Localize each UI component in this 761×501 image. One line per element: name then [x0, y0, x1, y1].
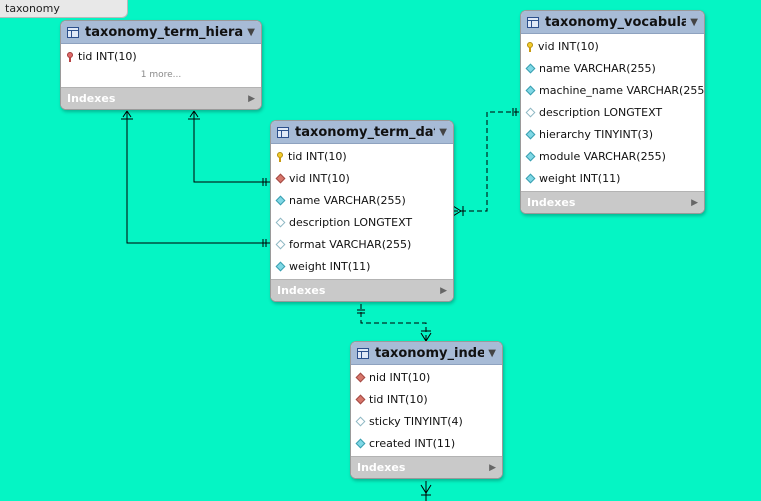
column-label: module VARCHAR(255)	[539, 149, 666, 163]
indexes-section[interactable]: Indexes ▶	[351, 456, 502, 478]
table-taxonomy-term-hierarchy[interactable]: taxonomy_term_hiera... ▼ tid INT(10) 1 m…	[60, 20, 262, 110]
column-row[interactable]: name VARCHAR(255)	[521, 57, 704, 79]
expand-arrow-icon[interactable]: ▶	[489, 462, 496, 473]
indexes-label: Indexes	[277, 284, 326, 297]
table-title: taxonomy_index	[375, 345, 485, 361]
diagram-tab[interactable]: taxonomy	[0, 0, 128, 18]
column-row[interactable]: description LONGTEXT	[521, 101, 704, 123]
collapse-caret-icon[interactable]: ▼	[439, 126, 447, 138]
column-label: hierarchy TINYINT(3)	[539, 127, 654, 141]
table-icon	[277, 126, 289, 138]
column-label: description LONGTEXT	[289, 215, 413, 229]
column-label: tid INT(10)	[78, 49, 137, 63]
column-row[interactable]: sticky TINYINT(4)	[351, 410, 502, 432]
expand-arrow-icon[interactable]: ▶	[691, 197, 698, 208]
relation-term-data-index	[360, 304, 427, 341]
indexes-section[interactable]: Indexes ▶	[61, 87, 261, 109]
table-header[interactable]: taxonomy_index ▼	[351, 342, 502, 365]
table-title: taxonomy_vocabulary	[545, 14, 686, 30]
relation-hierarchy-term-data-2	[193, 111, 271, 183]
column-row[interactable]: vid INT(10)	[271, 167, 453, 189]
column-label: name VARCHAR(255)	[539, 61, 656, 75]
expand-arrow-icon[interactable]: ▶	[440, 285, 447, 296]
foreign-key-icon	[355, 394, 366, 404]
indexes-section[interactable]: Indexes ▶	[521, 191, 704, 213]
primary-key-icon	[66, 51, 74, 62]
column-label: weight INT(11)	[289, 259, 371, 273]
column-label: weight INT(11)	[539, 171, 621, 185]
column-label: created INT(11)	[369, 436, 456, 450]
table-title: taxonomy_term_data	[295, 124, 436, 140]
indexes-label: Indexes	[357, 461, 406, 474]
column-label: name VARCHAR(255)	[289, 193, 406, 207]
indexes-label: Indexes	[67, 92, 116, 105]
column-row[interactable]: tid INT(10)	[271, 145, 453, 167]
column-row[interactable]: format VARCHAR(255)	[271, 233, 453, 255]
nullable-column-icon	[525, 107, 536, 117]
column-label: vid INT(10)	[538, 39, 599, 53]
column-row[interactable]: tid INT(10)	[351, 388, 502, 410]
relation-term-data-vocabulary	[453, 111, 521, 212]
not-null-column-icon	[275, 261, 286, 271]
table-title: taxonomy_term_hiera...	[85, 24, 244, 40]
not-null-column-icon	[525, 151, 536, 161]
foreign-key-icon	[275, 173, 286, 183]
column-label: tid INT(10)	[369, 392, 428, 406]
table-header[interactable]: taxonomy_term_data ▼	[271, 121, 453, 144]
column-label: description LONGTEXT	[539, 105, 663, 119]
relation-hierarchy-term-data-1	[126, 111, 271, 244]
collapse-caret-icon[interactable]: ▼	[247, 26, 255, 38]
not-null-column-icon	[525, 173, 536, 183]
table-taxonomy-index[interactable]: taxonomy_index ▼ nid INT(10) tid INT(10)…	[350, 341, 503, 479]
column-label: nid INT(10)	[369, 370, 431, 384]
not-null-column-icon	[525, 63, 536, 73]
column-row[interactable]: module VARCHAR(255)	[521, 145, 704, 167]
primary-key-icon	[526, 41, 534, 52]
table-taxonomy-vocabulary[interactable]: taxonomy_vocabulary ▼ vid INT(10) name V…	[520, 10, 705, 214]
not-null-column-icon	[525, 85, 536, 95]
collapse-caret-icon[interactable]: ▼	[690, 16, 698, 28]
column-label: machine_name VARCHAR(255)	[539, 83, 705, 97]
table-header[interactable]: taxonomy_term_hiera... ▼	[61, 21, 261, 44]
column-label: tid INT(10)	[288, 149, 347, 163]
indexes-label: Indexes	[527, 196, 576, 209]
column-row[interactable]: created INT(11)	[351, 432, 502, 454]
not-null-column-icon	[525, 129, 536, 139]
column-row[interactable]: weight INT(11)	[521, 167, 704, 189]
collapse-caret-icon[interactable]: ▼	[488, 347, 496, 359]
column-row[interactable]: description LONGTEXT	[271, 211, 453, 233]
column-row[interactable]: name VARCHAR(255)	[271, 189, 453, 211]
nullable-column-icon	[275, 217, 286, 227]
column-row[interactable]: vid INT(10)	[521, 35, 704, 57]
nullable-column-icon	[275, 239, 286, 249]
primary-key-icon	[276, 151, 284, 162]
column-row[interactable]: machine_name VARCHAR(255)	[521, 79, 704, 101]
foreign-key-icon	[355, 372, 366, 382]
not-null-column-icon	[275, 195, 286, 205]
not-null-column-icon	[355, 438, 366, 448]
more-columns-link[interactable]: 1 more...	[140, 70, 182, 80]
column-label: vid INT(10)	[289, 171, 350, 185]
nullable-column-icon	[355, 416, 366, 426]
column-label: format VARCHAR(255)	[289, 237, 412, 251]
column-row[interactable]: weight INT(11)	[271, 255, 453, 277]
column-row[interactable]: tid INT(10)	[61, 45, 261, 67]
table-icon	[357, 347, 369, 359]
table-icon	[527, 16, 539, 28]
column-row[interactable]: hierarchy TINYINT(3)	[521, 123, 704, 145]
table-icon	[67, 26, 79, 38]
expand-arrow-icon[interactable]: ▶	[248, 93, 255, 104]
column-label: sticky TINYINT(4)	[369, 414, 463, 428]
column-row[interactable]: nid INT(10)	[351, 366, 502, 388]
indexes-section[interactable]: Indexes ▶	[271, 279, 453, 301]
table-header[interactable]: taxonomy_vocabulary ▼	[521, 11, 704, 34]
table-taxonomy-term-data[interactable]: taxonomy_term_data ▼ tid INT(10) vid INT…	[270, 120, 454, 302]
